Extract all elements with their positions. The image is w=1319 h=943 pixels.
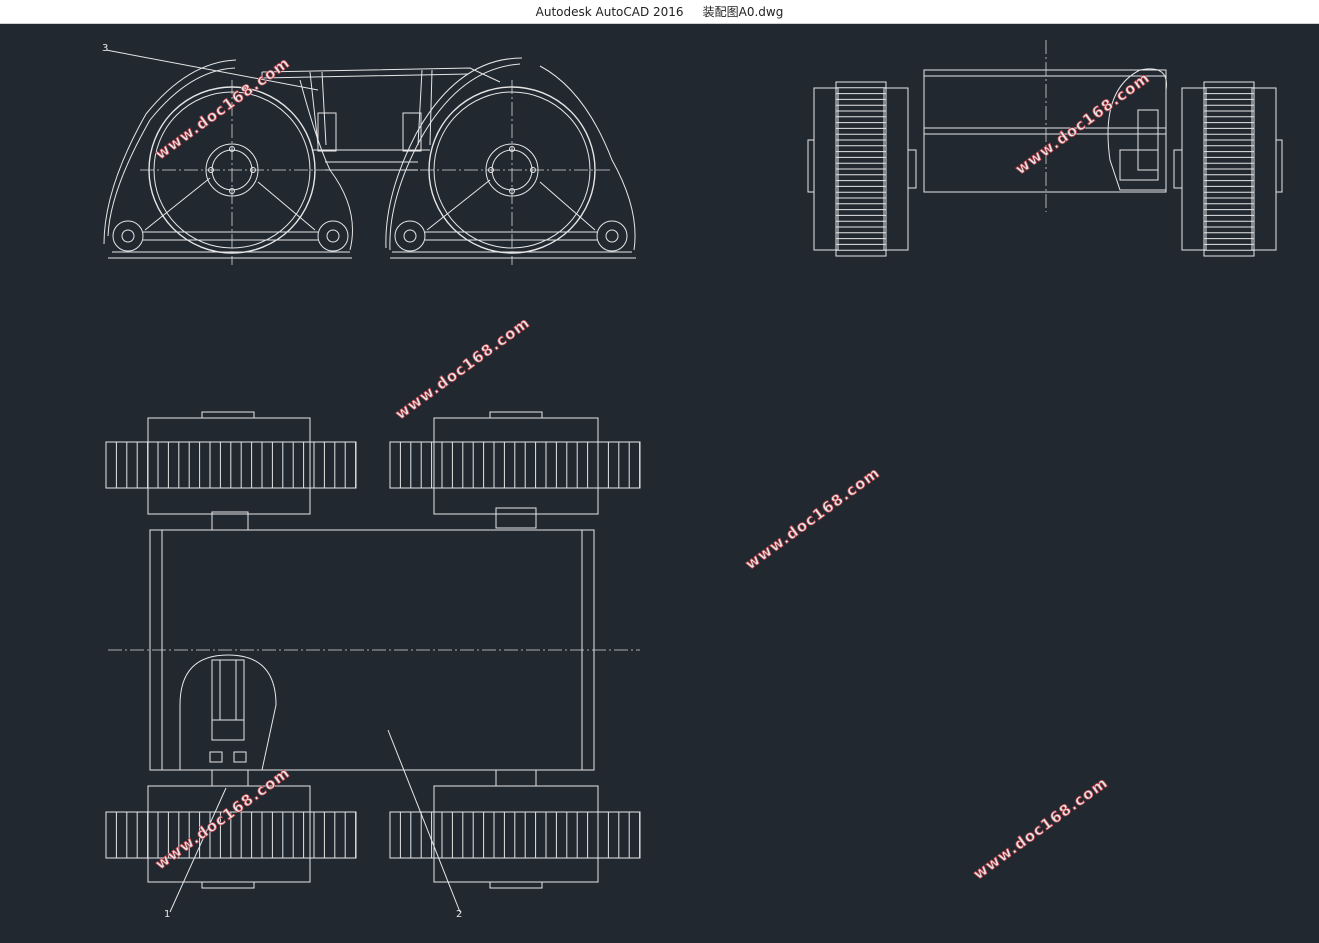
callout-2: 2 — [456, 909, 462, 920]
title-separator — [684, 5, 703, 19]
title-file-name: 装配图A0.dwg — [702, 5, 784, 19]
callout-1: 1 — [164, 909, 170, 920]
top-view: 1 2 — [105, 411, 641, 920]
side-view-treads — [836, 87, 1254, 251]
title-bar: Autodesk AutoCAD 2016 装配图A0.dwg — [0, 0, 1319, 24]
drawing-canvas[interactable]: 3 — [0, 24, 1319, 943]
watermark-layer: www.doc168.com www.doc168.com www.doc168.c… — [151, 53, 1154, 884]
side-view — [807, 40, 1283, 257]
top-view-treads — [115, 442, 641, 858]
front-view: 3 — [102, 43, 636, 265]
title-app-name: Autodesk AutoCAD 2016 — [535, 4, 684, 19]
watermark-text: www.doc168.com — [1012, 68, 1154, 178]
watermark-text: www.doc168.com — [392, 313, 534, 423]
watermark-text: www.doc168.com — [970, 773, 1112, 883]
watermark-text: www.doc168.com — [742, 463, 884, 573]
callout-3: 3 — [102, 43, 108, 54]
